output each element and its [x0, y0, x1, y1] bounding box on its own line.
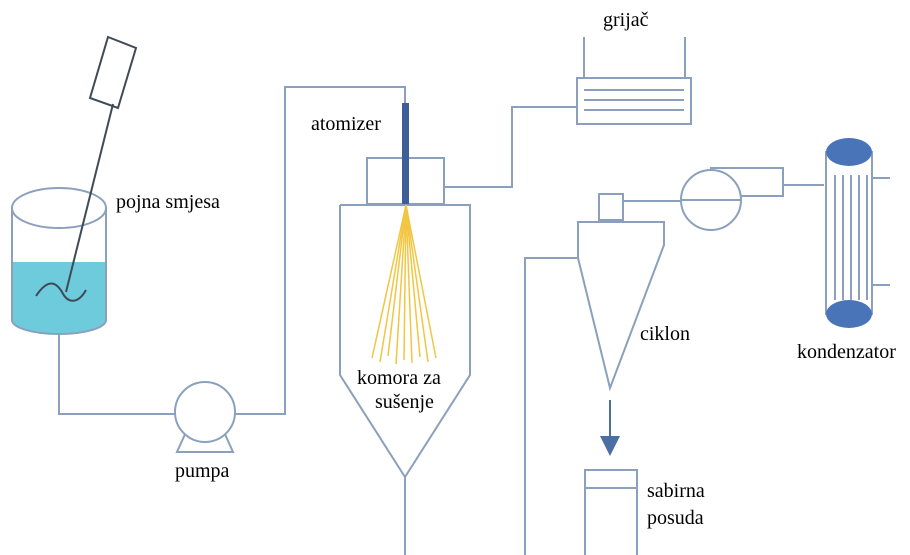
stirrer-motor	[88, 35, 138, 110]
chamber-body	[339, 204, 471, 479]
collector-label-line1: sabirna	[647, 480, 705, 502]
blower	[680, 167, 824, 231]
feed-mixture-label: pojna smjesa	[116, 191, 220, 213]
cyclone-inlet-pipe	[524, 257, 578, 555]
atomizer-label: atomizer	[311, 113, 381, 135]
beaker-liquid	[12, 262, 106, 334]
cyclone	[524, 193, 738, 555]
spray-cone	[371, 204, 437, 365]
pump-outlet-pipe	[219, 86, 406, 415]
collection-vessel	[584, 469, 638, 555]
hot-air-pipe	[444, 106, 577, 188]
condenser-top-cap	[826, 138, 872, 166]
feed-beaker	[11, 35, 138, 335]
drying-chamber-label-line2: sušenje	[375, 391, 434, 413]
stirrer-blade	[35, 282, 87, 302]
heater	[576, 37, 692, 125]
stirrer-shaft	[65, 103, 114, 293]
heater-label: grijač	[603, 9, 649, 31]
pump-label: pumpa	[175, 460, 230, 482]
vessel-body	[584, 469, 638, 555]
feed-pipe	[58, 334, 175, 415]
cyclone-outlet-box	[598, 193, 624, 221]
beaker-rim	[11, 187, 107, 229]
condenser	[825, 138, 890, 328]
condenser-bottom-cap	[826, 300, 872, 328]
pump	[174, 381, 236, 453]
collector-label-line2: posuda	[647, 507, 704, 529]
pump-body	[174, 381, 236, 443]
cyclone-label: ciklon	[640, 323, 690, 345]
atomizer-nozzle	[402, 103, 409, 204]
drying-chamber-label-line1: komora za	[357, 367, 441, 389]
cyclone-body	[577, 221, 665, 392]
condenser-body	[825, 151, 873, 315]
condenser-label: kondenzator	[797, 341, 896, 363]
drying-chamber	[339, 103, 471, 555]
